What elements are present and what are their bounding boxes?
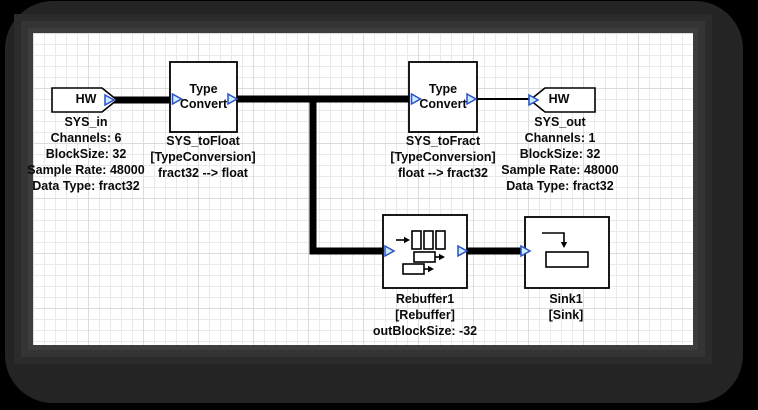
block-sys-in-shape[interactable] [51,87,119,113]
block-sys-tofloat-shape[interactable] [169,61,238,133]
caption-line: float --> fract32 [398,166,488,180]
caption-line: SYS_out [534,115,586,129]
port-tofract-out-icon[interactable] [466,92,478,106]
caption-line: outBlockSize: -32 [372,324,478,338]
port-sysin-out-icon[interactable] [104,93,116,107]
port-rebuffer-in-icon[interactable] [384,244,396,258]
rebuffer-icon [396,230,446,275]
caption-line: Data Type: fract32 [506,179,614,193]
caption-line: Sample Rate: 48000 [27,163,145,177]
diagram-canvas[interactable] [33,33,693,345]
port-tofract-in-icon[interactable] [410,92,423,106]
caption-line: Sample Rate: 48000 [501,163,619,177]
block-sys-out-title: HW [548,92,570,106]
caption-line: Channels: 1 [524,131,596,145]
block-sink1-caption: Sink1 [Sink] [496,291,636,323]
block-sys-in-caption: SYS_in Channels: 6 BlockSize: 32 Sample … [16,114,156,194]
caption-line: SYS_toFract [405,134,481,148]
caption-line: [TypeConversion] [390,150,496,164]
block-sys-tofract-shape[interactable] [408,61,478,133]
block-sys-out-shape[interactable] [528,87,596,113]
block-sys-tofloat-caption: SYS_toFloat [TypeConversion] fract32 -->… [133,133,273,181]
caption-line: SYS_in [64,115,108,129]
port-rebuffer-out-icon[interactable] [457,244,469,258]
caption-line: Channels: 6 [50,131,122,145]
caption-line: BlockSize: 32 [45,147,127,161]
caption-line: Sink1 [549,292,583,306]
port-sysout-in-icon[interactable] [528,93,540,107]
block-sys-tofract-title: Type Convert [419,82,467,111]
caption-line: SYS_toFloat [166,134,240,148]
caption-line: [Rebuffer] [395,308,455,322]
caption-line: [TypeConversion] [150,150,256,164]
caption-line: [Sink] [548,308,584,322]
caption-line: Data Type: fract32 [32,179,140,193]
block-sys-out-caption: SYS_out Channels: 1 BlockSize: 32 Sample… [490,114,630,194]
block-sys-in-title: HW [75,92,97,106]
port-tofloat-out-icon[interactable] [227,92,239,106]
block-sys-tofloat-title: Type Convert [179,82,228,111]
caption-line: BlockSize: 32 [519,147,601,161]
sink-icon [542,232,589,268]
port-sink-in-icon[interactable] [520,244,532,258]
port-tofloat-in-icon[interactable] [171,92,184,106]
block-rebuffer1-caption: Rebuffer1 [Rebuffer] outBlockSize: -32 [355,291,495,339]
block-sys-tofract-caption: SYS_toFract [TypeConversion] float --> f… [373,133,513,181]
wire-branch-to-rebuffer[interactable] [309,96,386,255]
caption-line: Rebuffer1 [395,292,455,306]
caption-line: fract32 --> float [158,166,248,180]
